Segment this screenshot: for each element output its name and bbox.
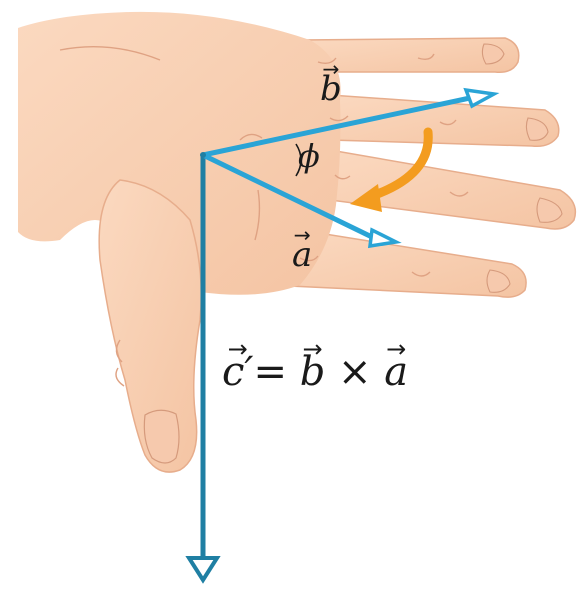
palm — [18, 11, 341, 295]
vector-arrow-icon: → — [227, 335, 248, 364]
vector-b — [202, 95, 471, 158]
vector-b-head — [463, 87, 500, 109]
vector-arrow-icon: → — [302, 335, 323, 364]
vector-a-head — [367, 227, 402, 249]
cross-product-equation: →c′= →b × →a — [222, 335, 409, 395]
vector-arrow-icon: → — [322, 57, 340, 82]
index-finger — [298, 37, 520, 74]
equation-a: →a — [384, 335, 409, 395]
finger-nails — [481, 43, 563, 293]
vector-arrow-icon: → — [293, 223, 311, 248]
label-b: →b — [320, 57, 342, 109]
equation-c-prime: →c′ — [222, 335, 254, 395]
label-phi: ϕ — [298, 137, 320, 175]
vector-origin — [200, 152, 206, 158]
thumb — [98, 179, 202, 473]
equation-b: →b — [299, 335, 326, 395]
phi-angle-arc — [295, 143, 302, 177]
curl-arrow-head — [350, 184, 382, 212]
equals-sign: = — [253, 349, 287, 395]
curl-arrow — [367, 127, 433, 201]
vector-arrow-icon: → — [386, 335, 407, 364]
middle-finger — [329, 94, 560, 148]
vector-a — [201, 152, 376, 241]
thumbnail — [143, 409, 180, 464]
ring-finger — [329, 149, 577, 230]
label-a: →a — [292, 223, 313, 275]
skin-creases — [59, 45, 469, 387]
vector-c-prime-head — [185, 556, 221, 584]
little-finger — [289, 229, 527, 298]
cross-sign: × — [338, 349, 372, 395]
